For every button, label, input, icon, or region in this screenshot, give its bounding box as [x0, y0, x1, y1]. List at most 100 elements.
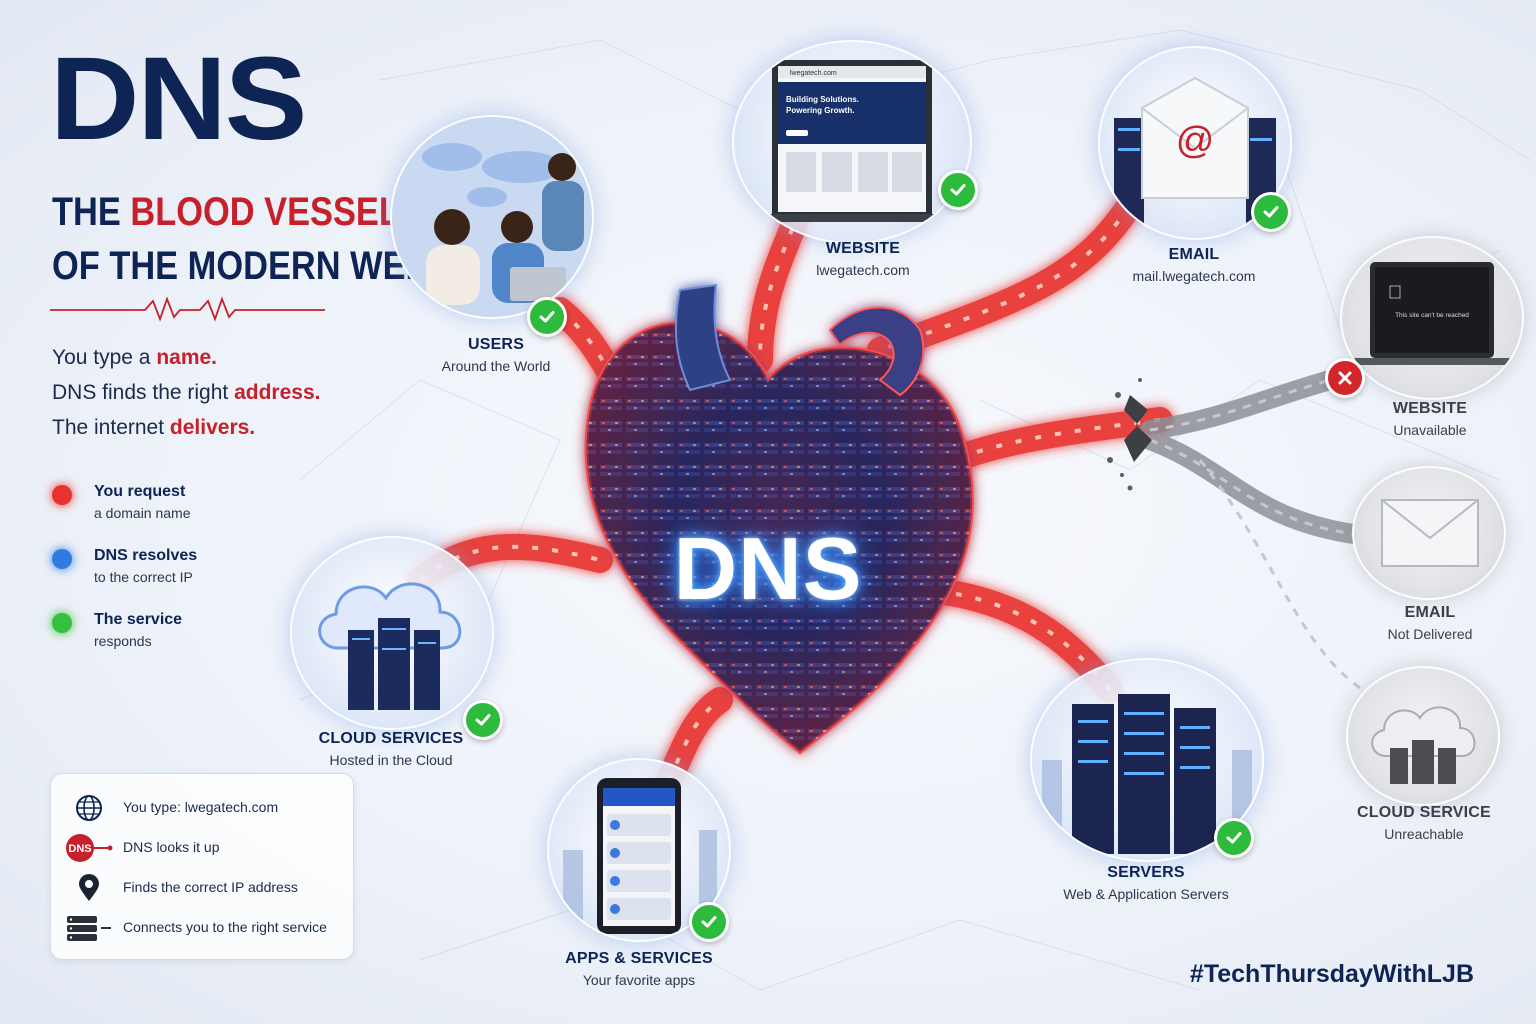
email-label: EMAIL mail.lwegatech.com: [1074, 246, 1314, 284]
laptop-headline-1: Building Solutions.: [786, 95, 859, 104]
intro-highlight: delivers.: [169, 416, 256, 439]
apps-bubble: [547, 758, 731, 942]
intro-text: You type a: [52, 346, 151, 369]
node-subtitle: Hosted in the Cloud: [329, 752, 453, 768]
step-dns-lookup: DNS DNS looks it up: [51, 830, 353, 866]
step-connect: Connects you to the right service: [51, 910, 353, 946]
node-title: APPS & SERVICES: [565, 950, 713, 967]
vessel-website: [747, 197, 813, 373]
cloud-down-label: CLOUD SERVICE Unreachable: [1304, 804, 1536, 842]
legend-title: The service: [94, 611, 183, 628]
website-down-bubble: This site can't be reached: [1340, 236, 1524, 400]
cloud-down-bubble: [1346, 666, 1500, 806]
node-title: WEBSITE: [825, 240, 901, 257]
node-title: EMAIL: [1404, 604, 1456, 621]
node-title: USERS: [467, 336, 525, 353]
cloud-server-icon: [318, 582, 462, 710]
legend-sub: responds: [94, 633, 152, 649]
laptop-icon: lwegatech.com Building Solutions. Poweri…: [740, 60, 964, 222]
laptop-error-message: This site can't be reached: [1395, 312, 1469, 319]
check-icon: [1214, 818, 1254, 858]
users-label: USERS Around the World: [376, 336, 616, 374]
heartbeat-divider: [50, 296, 325, 322]
server-icon: [65, 914, 115, 942]
legend-item-resolve: DNS resolves to the correct IP: [52, 547, 312, 591]
dns-heart: [584, 283, 974, 755]
location-pin-icon: [69, 874, 109, 902]
subtitle-the: THE: [52, 190, 121, 234]
cloud-label: CLOUD SERVICES Hosted in the Cloud: [271, 730, 511, 768]
intro-text: The internet: [52, 416, 165, 439]
legend-item-respond: The service responds: [52, 611, 312, 655]
check-icon: [527, 297, 567, 337]
steps-box: You type: lwegatech.com DNS DNS looks it…: [50, 773, 354, 960]
node-title: EMAIL: [1168, 246, 1220, 263]
node-title: CLOUD SERVICE: [1357, 804, 1491, 821]
globe-icon: [69, 794, 109, 822]
at-sign: @: [1176, 120, 1215, 162]
node-title: SERVERS: [1107, 864, 1185, 881]
cloud-bubble: [290, 536, 494, 730]
node-subtitle: lwegatech.com: [816, 262, 910, 278]
node-subtitle: Around the World: [441, 358, 551, 374]
legend-sub: to the correct IP: [94, 569, 193, 585]
smartphone-icon: [563, 778, 717, 934]
intro-highlight: name.: [156, 346, 218, 369]
node-subtitle: Web & Application Servers: [1063, 886, 1229, 902]
step-text: Finds the correct IP address: [123, 879, 298, 895]
step-text: DNS looks it up: [123, 839, 220, 855]
intro-text: DNS finds the right: [52, 381, 229, 404]
intro-line-1: You type a name.: [52, 346, 217, 370]
green-dot-icon: [52, 613, 72, 633]
red-dot-icon: [52, 485, 72, 505]
dns-badge-icon: DNS: [65, 834, 115, 862]
laptop-offline-icon: This site can't be reached: [1352, 262, 1512, 365]
email-down-bubble: [1352, 466, 1506, 600]
step-type-domain: You type: lwegatech.com: [51, 790, 353, 826]
step-find-ip: Finds the correct IP address: [51, 870, 353, 906]
email-envelope-icon: @: [1114, 76, 1276, 228]
step-text: Connects you to the right service: [123, 919, 327, 935]
intro-line-3: The internet delivers.: [52, 416, 255, 440]
check-icon: [689, 902, 729, 942]
step-text: You type: lwegatech.com: [123, 799, 279, 815]
check-icon: [938, 170, 978, 210]
node-subtitle: Not Delivered: [1387, 626, 1473, 642]
subtitle-line-1: THE BLOOD VESSEL: [52, 192, 400, 232]
laptop-headline-2: Powering Growth.: [786, 106, 854, 115]
legend-item-request: You request a domain name: [52, 483, 312, 527]
node-subtitle: Unreachable: [1384, 826, 1464, 842]
blue-dot-icon: [52, 549, 72, 569]
legend-title: DNS resolves: [94, 547, 198, 564]
node-subtitle: Your favorite apps: [582, 972, 696, 988]
cross-icon: [1325, 358, 1365, 398]
envelope-icon: [1381, 499, 1479, 567]
apps-label: APPS & SERVICES Your favorite apps: [519, 950, 759, 988]
check-icon: [463, 700, 503, 740]
legend-title: You request: [94, 483, 186, 500]
intro-highlight: address.: [234, 381, 321, 404]
website-down-label: WEBSITE Unavailable: [1310, 400, 1536, 438]
heart-dns-label: DNS: [673, 519, 863, 618]
website-bubble: lwegatech.com Building Solutions. Poweri…: [732, 40, 972, 244]
intro-line-2: DNS finds the right address.: [52, 381, 320, 405]
servers-label: SERVERS Web & Application Servers: [1026, 864, 1266, 902]
node-title: WEBSITE: [1392, 400, 1468, 417]
email-down-label: EMAIL Not Delivered: [1310, 604, 1536, 642]
cloud-offline-icon: [1371, 706, 1476, 784]
users-illustration: [392, 117, 592, 317]
vessel-break: [1107, 378, 1152, 491]
check-icon: [1251, 192, 1291, 232]
subtitle-blood-vessel: BLOOD VESSEL: [130, 190, 400, 234]
dns-badge-text: DNS: [68, 843, 91, 855]
legend-sub: a domain name: [94, 505, 191, 521]
page-title: DNS: [50, 33, 307, 165]
website-label: WEBSITE lwegatech.com: [743, 240, 983, 278]
hashtag: #TechThursdayWithLJB: [1189, 960, 1474, 988]
users-bubble: [390, 115, 594, 319]
node-title: CLOUD SERVICES: [318, 730, 464, 747]
laptop-url: lwegatech.com: [790, 70, 837, 77]
subtitle-line-2: OF THE MODERN WEB: [52, 244, 431, 288]
node-subtitle: Unavailable: [1393, 422, 1467, 438]
